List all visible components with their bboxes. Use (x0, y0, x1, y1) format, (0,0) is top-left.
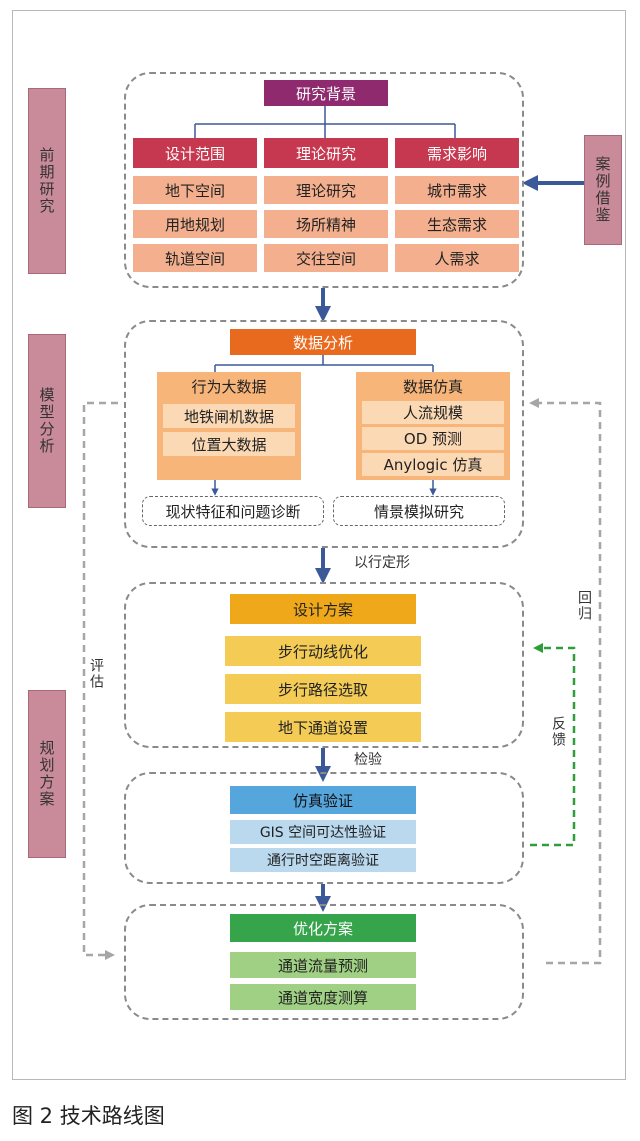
list-item: 人需求 (395, 244, 519, 272)
behavior-bigdata-header: 行为大数据 (191, 377, 267, 396)
analysis-tree-lines (214, 355, 434, 372)
figure-caption: 图 2 技术路线图 (12, 1104, 165, 1128)
analysis-title: 数据分析 (230, 329, 416, 355)
design-title: 设计方案 (230, 594, 416, 624)
scenario-study-box: 情景模拟研究 (333, 496, 505, 526)
side-label-early-research: 前期研究 (28, 88, 66, 274)
list-item: 位置大数据 (163, 432, 295, 456)
list-item: GIS 空间可达性验证 (230, 820, 416, 844)
column-header-theory: 理论研究 (264, 138, 388, 168)
background-tree-lines (194, 106, 456, 138)
data-simulation-header: 数据仿真 (402, 377, 463, 396)
feedback-loop-arrow (530, 643, 576, 847)
side-label-model-analysis: 模型分析 (28, 334, 66, 508)
column-header-demand: 需求影响 (395, 138, 519, 168)
edge-label-evaluate: 评估 (88, 658, 104, 690)
list-item: 交往空间 (264, 244, 388, 272)
edge-label-feedback: 反馈 (550, 716, 566, 748)
list-item: 城市需求 (395, 176, 519, 204)
list-item: 步行动线优化 (225, 636, 421, 666)
analysis-group (124, 320, 524, 548)
edge-label-check: 检验 (354, 752, 382, 768)
column-header-design-scope: 设计范围 (133, 138, 257, 168)
list-item: OD 预测 (362, 427, 504, 450)
list-item: 步行路径选取 (225, 674, 421, 704)
optimize-group (124, 904, 524, 1020)
optimize-title: 优化方案 (230, 914, 416, 942)
list-item: 人流规模 (362, 401, 504, 424)
list-item: 通道宽度测算 (230, 984, 416, 1010)
list-item: 地铁闸机数据 (163, 404, 295, 428)
design-group (124, 582, 524, 748)
list-item: 地下空间 (133, 176, 257, 204)
list-item: 地下通道设置 (225, 712, 421, 742)
list-item: 通道流量预测 (230, 952, 416, 978)
status-diagnosis-box: 现状特征和问题诊断 (142, 496, 324, 526)
diagram-frame (12, 10, 626, 1080)
side-label-case-study: 案例借鉴 (584, 135, 622, 245)
background-title: 研究背景 (264, 80, 388, 106)
edge-label-shape: 以行定形 (354, 555, 410, 571)
verify-group (124, 772, 524, 884)
side-label-planning-scheme: 规划方案 (28, 690, 66, 858)
list-item: 生态需求 (395, 210, 519, 238)
list-item: 通行时空距离验证 (230, 848, 416, 872)
return-loop-arrow (529, 398, 602, 965)
evaluate-loop-arrow (82, 401, 118, 960)
list-item: 场所精神 (264, 210, 388, 238)
list-item: 轨道空间 (133, 244, 257, 272)
list-item: 理论研究 (264, 176, 388, 204)
list-item: 用地规划 (133, 210, 257, 238)
list-item: Anylogic 仿真 (362, 453, 504, 476)
verify-title: 仿真验证 (230, 786, 416, 814)
edge-label-return: 回归 (576, 590, 592, 622)
background-group (124, 72, 524, 288)
